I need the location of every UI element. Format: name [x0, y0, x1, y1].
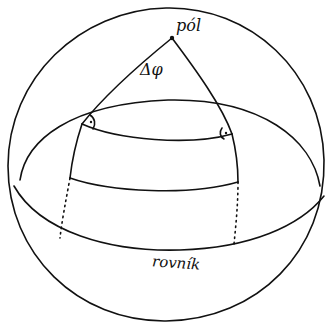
equator-label: rovník: [152, 254, 201, 272]
pole-label: pól: [176, 18, 201, 34]
angle-label: Δφ: [140, 62, 163, 78]
